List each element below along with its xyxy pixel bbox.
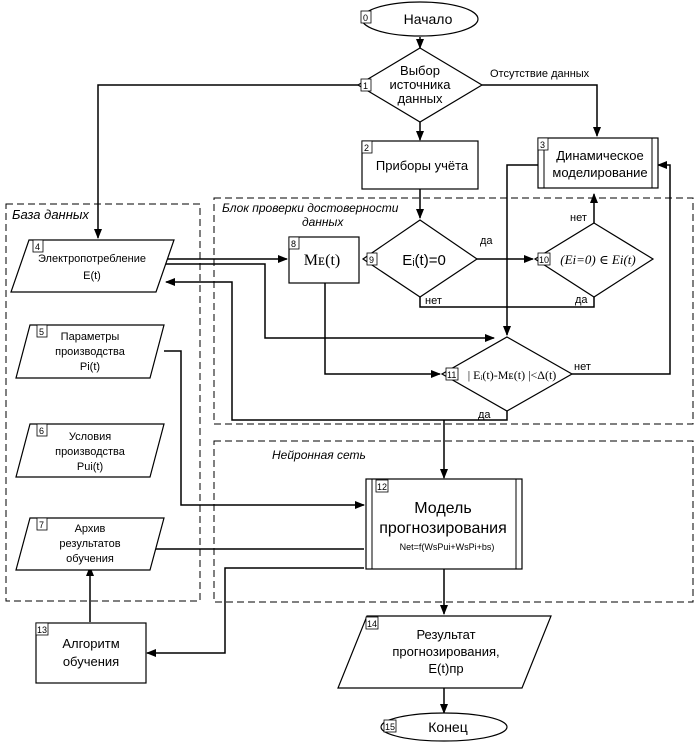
block-label: производства [55, 346, 126, 358]
block-label: результатов [59, 538, 120, 550]
neural-network-group: Нейронная сеть [213, 440, 694, 603]
decision-label: источника [390, 77, 452, 92]
block-number: 7 [39, 520, 44, 530]
yes-label: да [575, 294, 588, 306]
zero-consumption-decision: 9 Eᵢ(t)=0 да нет [361, 219, 493, 307]
block-label: E(t)пр [428, 661, 463, 676]
block-label: прогнозирования, [392, 644, 499, 659]
block-number: 10 [539, 255, 549, 265]
block-label: Результат [416, 627, 475, 642]
block-label: Динамическое [556, 148, 643, 163]
validation-group-title-2: данных [302, 215, 344, 229]
model-formula: Net=f(WsPui+WsPi+bs) [400, 542, 495, 552]
zero-in-series-decision: 10 (Ei=0) ∈ Ei(t) нет да [533, 212, 655, 306]
dynamic-modeling-block: 3 Динамическое моделирование [537, 137, 659, 189]
block-number: 5 [39, 327, 44, 337]
decision-label: Выбор [400, 63, 440, 78]
block-number: 3 [540, 140, 545, 150]
block-label: E(t) [83, 270, 101, 282]
no-label: нет [425, 295, 442, 307]
consumption-data-block: 4 Электропотребление E(t) [10, 239, 175, 293]
block-label: обучения [63, 654, 119, 669]
block-number: 15 [385, 722, 395, 732]
block-label: Pi(t) [80, 361, 100, 373]
block-number: 6 [39, 426, 44, 436]
block-label: прогнозирования [379, 520, 507, 537]
block-label: Mᴇ(t) [304, 252, 340, 269]
decision-label: Eᵢ(t)=0 [402, 252, 446, 269]
block-number: 13 [37, 625, 47, 635]
database-group: База данных [5, 203, 201, 602]
decision-label: данных [397, 91, 443, 106]
end-label: Конец [428, 719, 467, 735]
block-number: 11 [447, 370, 456, 380]
training-archive-block: 7 Архив результатов обучения [15, 517, 165, 571]
validation-group: Блок проверки достоверности данных [213, 197, 694, 425]
block-label: Приборы учёта [376, 158, 469, 173]
block-number: 4 [35, 242, 40, 252]
training-algorithm-block: 13 Алгоритм обучения [35, 622, 147, 684]
source-selection-decision: 1 Выбор источника данных Отсутствие данн… [356, 47, 590, 123]
block-number: 14 [367, 619, 377, 629]
block-label: Электропотребление [38, 253, 146, 265]
block-label: Алгоритм [62, 636, 119, 651]
forecasting-model-block: 12 Модель прогнозирования Net=f(WsPui+Ws… [365, 478, 523, 570]
database-group-title: База данных [12, 207, 89, 222]
neural-network-group-title: Нейронная сеть [272, 448, 366, 462]
block-label: производства [55, 446, 126, 458]
start-label: Начало [404, 11, 453, 27]
deviation-check-decision: 11 | Eᵢ(t)-Mᴇ(t) |<Δ(t) да нет [440, 336, 591, 421]
validation-group-title: Блок проверки достоверности [222, 201, 399, 215]
no-label: нет [570, 212, 587, 224]
no-data-label: Отсутствие данных [490, 68, 590, 80]
block-label: моделирование [552, 165, 647, 180]
forecast-result-block: 14 Результат прогнозирования, E(t)пр [337, 615, 552, 689]
block-label: обучения [66, 553, 114, 565]
block-number: 9 [369, 255, 374, 265]
block-number: 8 [291, 239, 296, 249]
yes-label: да [480, 235, 493, 247]
production-parameters-block: 5 Параметры производства Pi(t) [15, 324, 165, 379]
block-label: Условия [69, 431, 111, 443]
decision-label: | Eᵢ(t)-Mᴇ(t) |<Δ(t) [468, 368, 557, 382]
block-label: Архив [75, 523, 106, 535]
no-label: нет [574, 361, 591, 373]
metering-devices-block: 2 Приборы учёта [361, 140, 479, 190]
end-terminal: 15 Конец [380, 712, 508, 742]
expected-value-block: 8 Mᴇ(t) [288, 236, 360, 284]
block-label: Pui(t) [77, 461, 103, 473]
connectors [86, 37, 671, 714]
block-label: Параметры [61, 331, 120, 343]
decision-label: (Ei=0) ∈ Ei(t) [560, 252, 635, 267]
block-number: 12 [377, 482, 387, 492]
block-label: Модель [414, 500, 471, 517]
block-number: 0 [363, 13, 368, 23]
production-conditions-block: 6 Условия производства Pui(t) [15, 423, 165, 478]
yes-label: да [478, 409, 491, 421]
block-number: 1 [363, 81, 368, 91]
block-number: 2 [364, 143, 369, 153]
start-terminal: 0 Начало [360, 1, 479, 37]
